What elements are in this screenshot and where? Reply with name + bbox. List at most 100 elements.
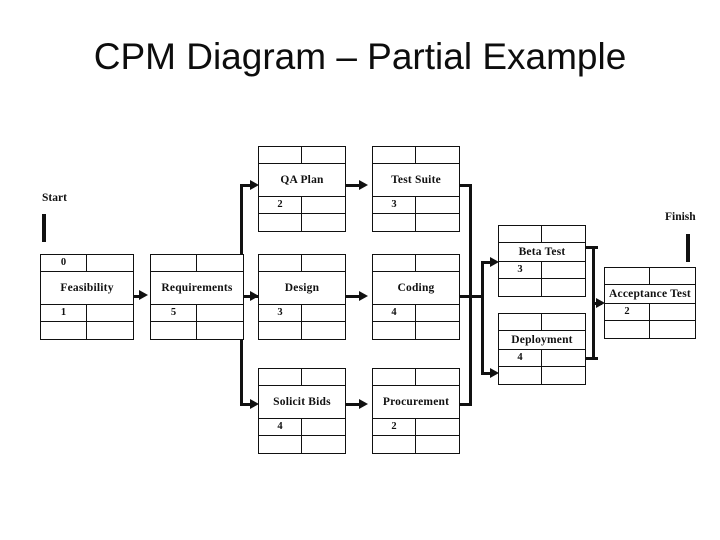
- node-coding-slack: [416, 305, 459, 321]
- node-design-early-finish: [302, 255, 345, 271]
- node-test-suite-duration: 3: [373, 197, 416, 213]
- node-requirements-slack: [197, 305, 243, 321]
- node-deployment-late-start: [499, 367, 542, 384]
- edge-trunk-to-beta-test: [481, 261, 495, 264]
- node-solicit-bids-name: Solicit Bids: [273, 396, 331, 408]
- node-coding-row-label: Coding: [373, 272, 459, 305]
- node-procurement[interactable]: Procurement 2: [372, 368, 460, 454]
- node-beta-test-row-early: [499, 226, 585, 243]
- node-qa-plan-early-start: [259, 147, 302, 163]
- node-design-late-start: [259, 322, 302, 339]
- edge-trunk-to-solicit-bids: [240, 403, 254, 406]
- node-feasibility-row-late: [41, 322, 133, 339]
- node-design-row-late: [259, 322, 345, 339]
- node-beta-test-early-start: [499, 226, 542, 242]
- node-feasibility[interactable]: 0 Feasibility 1: [40, 254, 134, 340]
- node-test-suite-slack: [416, 197, 459, 213]
- node-deployment-row-label: Deployment: [499, 331, 585, 350]
- node-requirements-row-late: [151, 322, 243, 339]
- node-acceptance-test-row-duration: 2: [605, 304, 695, 321]
- node-test-suite-late-finish: [416, 214, 459, 231]
- node-test-suite-name: Test Suite: [391, 174, 441, 186]
- node-procurement-late-start: [373, 436, 416, 453]
- node-coding-row-late: [373, 322, 459, 339]
- node-test-suite-row-early: [373, 147, 459, 164]
- node-beta-test-row-label: Beta Test: [499, 243, 585, 262]
- node-coding-late-finish: [416, 322, 459, 339]
- edge-trunk-to-qa-plan: [240, 184, 254, 187]
- node-feasibility-duration: 1: [41, 305, 87, 321]
- arrowhead-trunk-to-solicit-bids: [250, 398, 259, 409]
- node-qa-plan[interactable]: QA Plan 2: [258, 146, 346, 232]
- node-requirements[interactable]: Requirements 5: [150, 254, 244, 340]
- node-design-early-start: [259, 255, 302, 271]
- node-coding-duration: 4: [373, 305, 416, 321]
- node-beta-test-row-duration: 3: [499, 262, 585, 279]
- node-procurement-row-early: [373, 369, 459, 386]
- edge-test-suite-out: [460, 184, 472, 187]
- node-design-row-duration: 3: [259, 305, 345, 322]
- arrowhead-qa-plan-to-test-suite: [359, 179, 368, 190]
- node-qa-plan-row-duration: 2: [259, 197, 345, 214]
- node-acceptance-test-early-start: [605, 268, 650, 284]
- node-deployment-early-finish: [542, 314, 585, 330]
- node-test-suite[interactable]: Test Suite 3: [372, 146, 460, 232]
- node-feasibility-late-finish: [87, 322, 133, 339]
- node-beta-test-row-late: [499, 279, 585, 296]
- node-acceptance-test-duration: 2: [605, 304, 650, 320]
- node-beta-test-name: Beta Test: [518, 246, 566, 258]
- node-coding[interactable]: Coding 4: [372, 254, 460, 340]
- page-title: CPM Diagram – Partial Example: [93, 36, 627, 77]
- arrowhead-feasibility-to-requirements: [139, 290, 148, 300]
- node-deployment-row-early: [499, 314, 585, 331]
- node-solicit-bids-row-label: Solicit Bids: [259, 386, 345, 419]
- node-feasibility-early-start: 0: [41, 255, 87, 271]
- node-feasibility-row-duration: 1: [41, 305, 133, 322]
- edge-qa-plan-to-test-suite: [346, 184, 364, 187]
- edge-split-trunk-right: [481, 261, 484, 375]
- edge-solicit-bids-to-procurement: [346, 403, 364, 406]
- node-requirements-late-finish: [197, 322, 243, 339]
- node-design[interactable]: Design 3: [258, 254, 346, 340]
- node-acceptance-test-slack: [650, 304, 695, 320]
- node-design-name: Design: [284, 282, 320, 294]
- node-solicit-bids[interactable]: Solicit Bids 4: [258, 368, 346, 454]
- node-requirements-row-duration: 5: [151, 305, 243, 322]
- node-acceptance-test-row-label: Acceptance Test: [605, 285, 695, 304]
- node-qa-plan-duration: 2: [259, 197, 302, 213]
- edge-merge-collector: [469, 184, 472, 406]
- node-acceptance-test-early-finish: [650, 268, 695, 284]
- node-design-row-label: Design: [259, 272, 345, 305]
- node-test-suite-row-duration: 3: [373, 197, 459, 214]
- node-solicit-bids-early-start: [259, 369, 302, 385]
- node-requirements-early-start: [151, 255, 197, 271]
- node-deployment-early-start: [499, 314, 542, 330]
- node-beta-test[interactable]: Beta Test 3: [498, 225, 586, 297]
- arrowhead-trunk-to-beta-test: [490, 256, 499, 267]
- node-design-row-early: [259, 255, 345, 272]
- node-qa-plan-slack: [302, 197, 345, 213]
- node-deployment-duration: 4: [499, 350, 542, 366]
- edge-design-to-coding: [346, 295, 364, 298]
- edge-trunk-to-design: [240, 295, 254, 298]
- finish-marker-bar: [686, 234, 690, 262]
- node-deployment-row-duration: 4: [499, 350, 585, 367]
- node-acceptance-test-row-early: [605, 268, 695, 285]
- node-requirements-early-finish: [197, 255, 243, 271]
- node-test-suite-row-label: Test Suite: [373, 164, 459, 197]
- arrowhead-design-to-coding: [359, 290, 368, 301]
- node-requirements-name: Requirements: [161, 282, 233, 294]
- node-deployment[interactable]: Deployment 4: [498, 313, 586, 385]
- node-test-suite-early-start: [373, 147, 416, 163]
- node-deployment-name: Deployment: [511, 334, 573, 346]
- node-acceptance-test[interactable]: Acceptance Test 2: [604, 267, 696, 339]
- edge-feasibility-to-requirements: [134, 295, 142, 298]
- edge-trunk-to-deployment: [481, 372, 495, 375]
- node-procurement-row-late: [373, 436, 459, 453]
- node-acceptance-test-name: Acceptance Test: [609, 288, 691, 300]
- node-feasibility-late-start: [41, 322, 87, 339]
- node-procurement-row-label: Procurement: [373, 386, 459, 419]
- node-procurement-duration: 2: [373, 419, 416, 435]
- arrowhead-trunk-to-qa-plan: [250, 179, 259, 190]
- node-coding-row-early: [373, 255, 459, 272]
